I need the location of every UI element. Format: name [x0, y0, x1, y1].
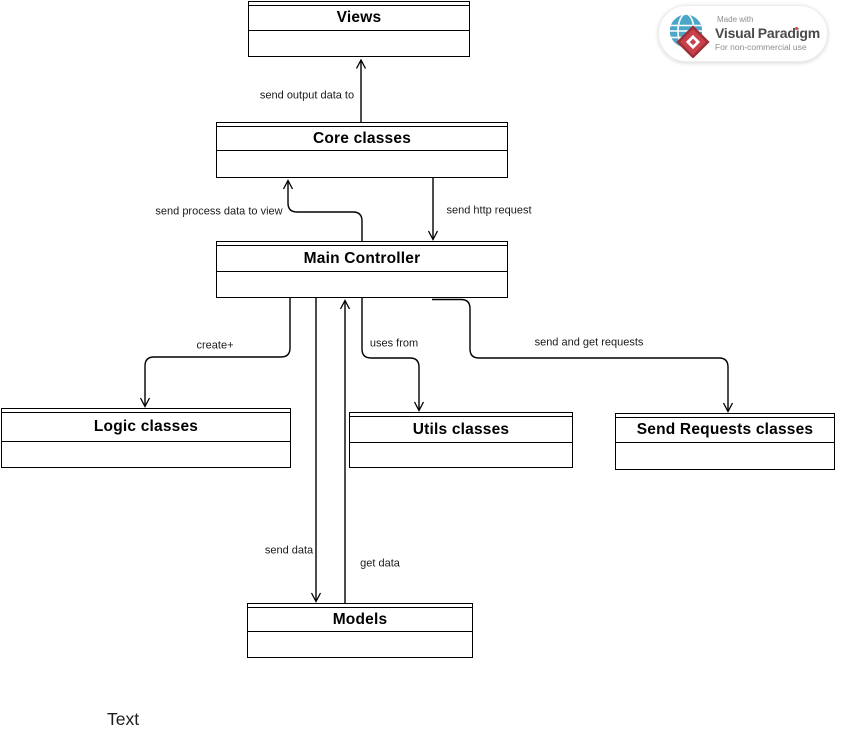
edge-label-send-http-request: send http request: [445, 204, 533, 218]
core-classes-top-strip: [217, 123, 507, 127]
class-box-utils-classes[interactable]: Utils classes: [349, 412, 573, 468]
watermark-made-with: Made with: [717, 14, 754, 24]
edge-label-send-data: send data: [263, 544, 315, 558]
logic-classes-top-strip: [2, 409, 290, 413]
connector-main-to-logic[interactable]: [139, 298, 291, 408]
send-requests-classes-top-strip: [616, 414, 834, 418]
logic-classes-title: Logic classes: [2, 413, 290, 442]
connector-main-to-send-requests[interactable]: [432, 298, 734, 413]
class-box-views[interactable]: Views: [248, 1, 470, 57]
send-requests-classes-body-compartment: [616, 443, 834, 469]
views-top-strip: [249, 2, 469, 6]
models-title: Models: [248, 608, 472, 632]
main-controller-title: Main Controller: [217, 246, 507, 272]
class-box-models[interactable]: Models: [247, 603, 473, 658]
models-top-strip: [248, 604, 472, 608]
class-box-logic-classes[interactable]: Logic classes: [1, 408, 291, 468]
class-box-main-controller[interactable]: Main Controller: [216, 241, 508, 298]
utils-classes-body-compartment: [350, 443, 572, 467]
edge-label-create: create+: [195, 339, 235, 353]
text-annotation[interactable]: Text: [107, 709, 140, 729]
utils-classes-top-strip: [350, 413, 572, 417]
models-body-compartment: [248, 632, 472, 657]
core-classes-body-compartment: [217, 151, 507, 177]
connector-main-to-core[interactable]: [282, 179, 363, 242]
core-classes-title: Core classes: [217, 127, 507, 151]
views-body-compartment: [249, 31, 469, 56]
main-controller-body-compartment: [217, 272, 507, 297]
views-title: Views: [249, 6, 469, 31]
watermark-tagline: For non-commercial use: [715, 41, 807, 52]
edge-label-uses-from: uses from: [368, 337, 420, 351]
connector-main-to-utils[interactable]: [361, 298, 425, 412]
edge-label-send-process-data-to-view: send process data to view: [154, 205, 284, 219]
brand-i-dot: [795, 26, 798, 30]
watermark-brand-paradigm: Paradigm: [757, 24, 820, 41]
watermark-brand-visual: Visual: [715, 24, 755, 41]
logic-classes-body-compartment: [2, 442, 290, 467]
utils-classes-title: Utils classes: [350, 417, 572, 443]
send-requests-classes-title: Send Requests classes: [616, 418, 834, 443]
edge-label-get-data: get data: [359, 557, 401, 571]
class-box-core-classes[interactable]: Core classes: [216, 122, 508, 178]
class-box-send-requests-classes[interactable]: Send Requests classes: [615, 413, 835, 470]
visual-paradigm-logo-icon: [668, 12, 710, 58]
main-controller-top-strip: [217, 242, 507, 246]
edge-label-send-output-data-to: send output data to: [258, 89, 356, 103]
edge-label-send-and-get-requests: send and get requests: [533, 336, 645, 350]
